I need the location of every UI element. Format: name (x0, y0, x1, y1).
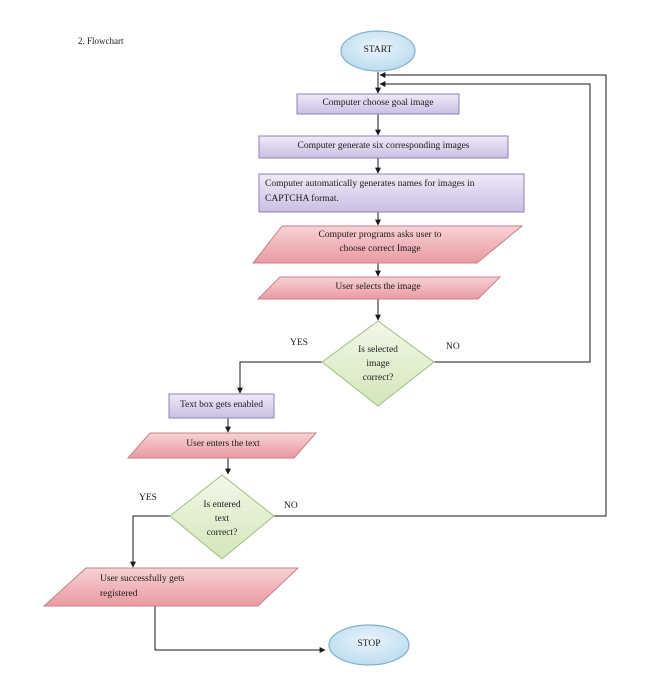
decision1-no-label: NO (446, 342, 460, 352)
is-selected-label-line3: correct? (362, 373, 394, 383)
arrow-decision1-no-loop (379, 81, 591, 363)
decision1-yes-label: YES (290, 338, 308, 348)
registered-io (42, 567, 300, 607)
stop-terminal (328, 624, 410, 666)
ask-user-label-line2: choose correct Image (339, 244, 421, 254)
generate-six-box (258, 135, 509, 159)
ask-user-label-line1: Computer programs asks user to (318, 230, 442, 240)
arrow-decision2-yes (130, 515, 170, 568)
stop-label: STOP (357, 639, 381, 649)
is-selected-label-line1: Is selected (358, 345, 398, 355)
generate-names-label-line1: Computer automatically generates names f… (265, 179, 475, 189)
textbox-enabled-box (168, 393, 275, 419)
generate-six-label: Computer generate six corresponding imag… (297, 141, 470, 151)
connectors (130, 72, 607, 653)
choose-goal-label: Computer choose goal image (322, 98, 434, 108)
user-enters-io (126, 432, 318, 459)
page-heading: 2. Flowchart (78, 36, 124, 46)
choose-goal-box (296, 93, 460, 115)
generate-names-box (258, 173, 525, 213)
arrow-decision1-yes (237, 361, 322, 394)
registered-label-line1: User successfully gets (100, 574, 185, 584)
arrow-decision2-no-loop (274, 72, 607, 517)
user-selects-label: User selects the image (335, 282, 421, 292)
start-label: START (363, 45, 393, 55)
is-selected-label-line2: image (366, 359, 390, 369)
is-selected-decision (321, 320, 435, 407)
is-entered-label-line2: text (214, 514, 230, 524)
decision2-no-label: NO (284, 501, 298, 511)
is-entered-decision (169, 474, 275, 560)
registered-label-line2: registered (100, 589, 138, 599)
arrow-registered-to-stop (154, 606, 326, 653)
ask-user-io (251, 225, 524, 264)
user-enters-label: User enters the text (186, 439, 260, 449)
start-terminal (340, 30, 416, 72)
user-selects-io (256, 276, 502, 300)
generate-names-label-line2: CAPTCHA format. (265, 194, 339, 204)
textbox-enabled-label: Text box gets enabled (180, 400, 263, 410)
decision2-yes-label: YES (139, 493, 157, 503)
is-entered-label-line1: Is entered (203, 500, 241, 510)
is-entered-label-line3: correct? (206, 528, 238, 538)
